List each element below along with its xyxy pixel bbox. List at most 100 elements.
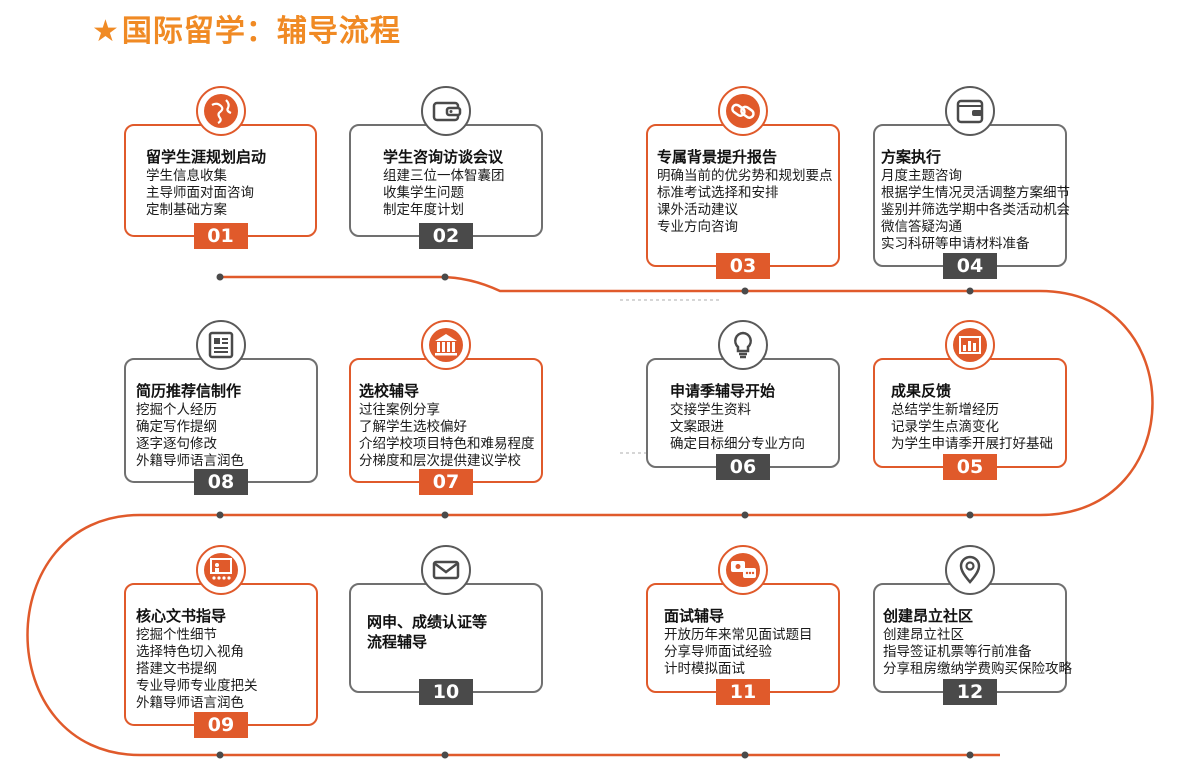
flow-dot (741, 287, 749, 295)
step-card-01: 留学生涯规划启动 学生信息收集 主导师面对面咨询 定制基础方案 01 (124, 86, 317, 249)
step-item: 逐字逐句修改 (136, 436, 217, 452)
flow-dot (441, 273, 449, 281)
step-item: 记录学生点滴变化 (891, 419, 999, 435)
step-item: 选择特色切入视角 (136, 644, 244, 660)
step-title: 申请季辅导开始 (670, 382, 776, 400)
step-item: 实习科研等申请材料准备 (881, 236, 1030, 252)
step-number-badge: 03 (716, 253, 770, 279)
link-icon (718, 86, 768, 136)
star-icon: ★ (92, 14, 120, 49)
flow-dot (441, 511, 449, 519)
step-card-02: 学生咨询访谈会议 组建三位一体智囊团 收集学生问题 制定年度计划 02 (349, 86, 543, 249)
step-item: 确定写作提纲 (136, 419, 217, 435)
chart-icon (945, 320, 995, 370)
flow-dot (216, 511, 224, 519)
step-item: 外籍导师语言润色 (136, 695, 244, 711)
step-item: 专业方向咨询 (657, 219, 738, 235)
step-item: 微信答疑沟通 (881, 219, 962, 235)
purse-icon (945, 86, 995, 136)
step-item: 确定目标细分专业方向 (670, 436, 805, 452)
step-title: 成果反馈 (891, 382, 952, 400)
step-title: 简历推荐信制作 (136, 382, 242, 400)
step-item: 专业导师专业度把关 (136, 678, 258, 694)
step-item: 月度主题咨询 (881, 168, 962, 184)
step-item: 交接学生资料 (670, 402, 751, 418)
step-number-badge: 07 (419, 469, 473, 495)
step-card-11: 面试辅导 开放历年来常见面试题目 分享导师面试经验 计时模拟面试 11 (646, 545, 840, 705)
step-item: 组建三位一体智囊团 (383, 168, 505, 184)
step-item: 挖掘个性细节 (136, 627, 217, 643)
step-card-10: 网申、成绩认证等 流程辅导 10 (349, 545, 543, 705)
step-number-badge: 10 (419, 679, 473, 705)
step-title: 留学生涯规划启动 (146, 148, 267, 166)
step-title: 专属背景提升报告 (657, 148, 778, 166)
presentation-icon (196, 545, 246, 595)
step-title: 创建昂立社区 (883, 607, 974, 625)
page-title: ★国际留学：辅导流程 (92, 6, 401, 50)
bulb-icon (718, 320, 768, 370)
step-item: 学生信息收集 (146, 168, 227, 184)
step-number-badge: 09 (194, 712, 248, 738)
step-number-badge: 04 (943, 253, 997, 279)
step-title: 方案执行 (881, 148, 942, 166)
step-item: 创建昂立社区 (883, 627, 964, 643)
flow-dot (966, 511, 974, 519)
step-item: 分梯度和层次提供建议学校 (359, 453, 521, 469)
step-item: 根据学生情况灵活调整方案细节 (881, 185, 1070, 201)
step-item: 挖掘个人经历 (136, 402, 217, 418)
step-card-07: 选校辅导 过往案例分享 了解学生选校偏好 介绍学校项目特色和难易程度 分梯度和层… (349, 320, 543, 495)
step-item: 制定年度计划 (383, 202, 464, 218)
flow-dot (966, 751, 974, 759)
step-title-line: 网申、成绩认证等 (367, 613, 488, 631)
step-number-badge: 01 (193, 223, 248, 249)
step-card-05: 成果反馈 总结学生新增经历 记录学生点滴变化 为学生申请季开展打好基础 05 (873, 320, 1067, 480)
step-item: 分享导师面试经验 (664, 644, 772, 660)
flow-dot (741, 511, 749, 519)
step-item: 标准考试选择和安排 (657, 185, 779, 201)
location-icon (945, 545, 995, 595)
step-item: 总结学生新增经历 (891, 402, 999, 418)
flow-dot (216, 751, 224, 759)
wallet-icon (421, 86, 471, 136)
flow-line-row1 (26, 275, 1154, 757)
step-item: 分享租房缴纳学费购买保险攻略 (883, 661, 1072, 677)
step-card-04: 方案执行 月度主题咨询 根据学生情况灵活调整方案细节 鉴别并筛选学期中各类活动机… (873, 86, 1070, 279)
step-card-06: 申请季辅导开始 交接学生资料 文案跟进 确定目标细分专业方向 06 (646, 320, 840, 480)
chat-icon (718, 545, 768, 595)
step-item: 鉴别并筛选学期中各类活动机会 (881, 202, 1070, 218)
mail-icon (421, 545, 471, 595)
flow-dot (966, 287, 974, 295)
step-number-badge: 11 (716, 679, 770, 705)
step-item: 开放历年来常见面试题目 (664, 627, 813, 643)
step-number-badge: 05 (943, 454, 997, 480)
step-item: 为学生申请季开展打好基础 (891, 436, 1053, 452)
document-icon (196, 320, 246, 370)
step-number-badge: 06 (716, 454, 770, 480)
step-item: 外籍导师语言润色 (136, 453, 244, 469)
step-card-09: 核心文书指导 挖掘个性细节 选择特色切入视角 搭建文书提纲 专业导师专业度把关 … (124, 545, 318, 738)
flow-dot (216, 273, 224, 281)
step-number-badge: 12 (943, 679, 997, 705)
step-number-badge: 08 (194, 469, 248, 495)
flow-dot (741, 751, 749, 759)
step-item: 文案跟进 (670, 419, 724, 435)
step-title: 学生咨询访谈会议 (383, 148, 504, 166)
step-item: 计时模拟面试 (664, 661, 745, 677)
globe-icon (195, 86, 246, 136)
step-title: 面试辅导 (664, 607, 725, 625)
step-title-line: 流程辅导 (367, 633, 428, 651)
step-item: 了解学生选校偏好 (359, 419, 467, 435)
step-item: 介绍学校项目特色和难易程度 (359, 436, 535, 452)
school-icon (421, 320, 471, 370)
step-item: 过往案例分享 (359, 402, 440, 418)
step-title: 选校辅导 (359, 382, 420, 400)
step-item: 主导师面对面咨询 (146, 185, 254, 201)
step-card-08: 简历推荐信制作 挖掘个人经历 确定写作提纲 逐字逐句修改 外籍导师语言润色 08 (124, 320, 318, 495)
page-title-text: 国际留学：辅导流程 (121, 14, 401, 49)
step-item: 指导签证机票等行前准备 (883, 644, 1032, 660)
step-card-12: 创建昂立社区 创建昂立社区 指导签证机票等行前准备 分享租房缴纳学费购买保险攻略… (873, 545, 1072, 705)
flow-dot (441, 751, 449, 759)
step-number-badge: 02 (419, 223, 473, 249)
step-card-03: 专属背景提升报告 明确当前的优劣势和规划要点 标准考试选择和安排 课外活动建议 … (646, 86, 840, 279)
